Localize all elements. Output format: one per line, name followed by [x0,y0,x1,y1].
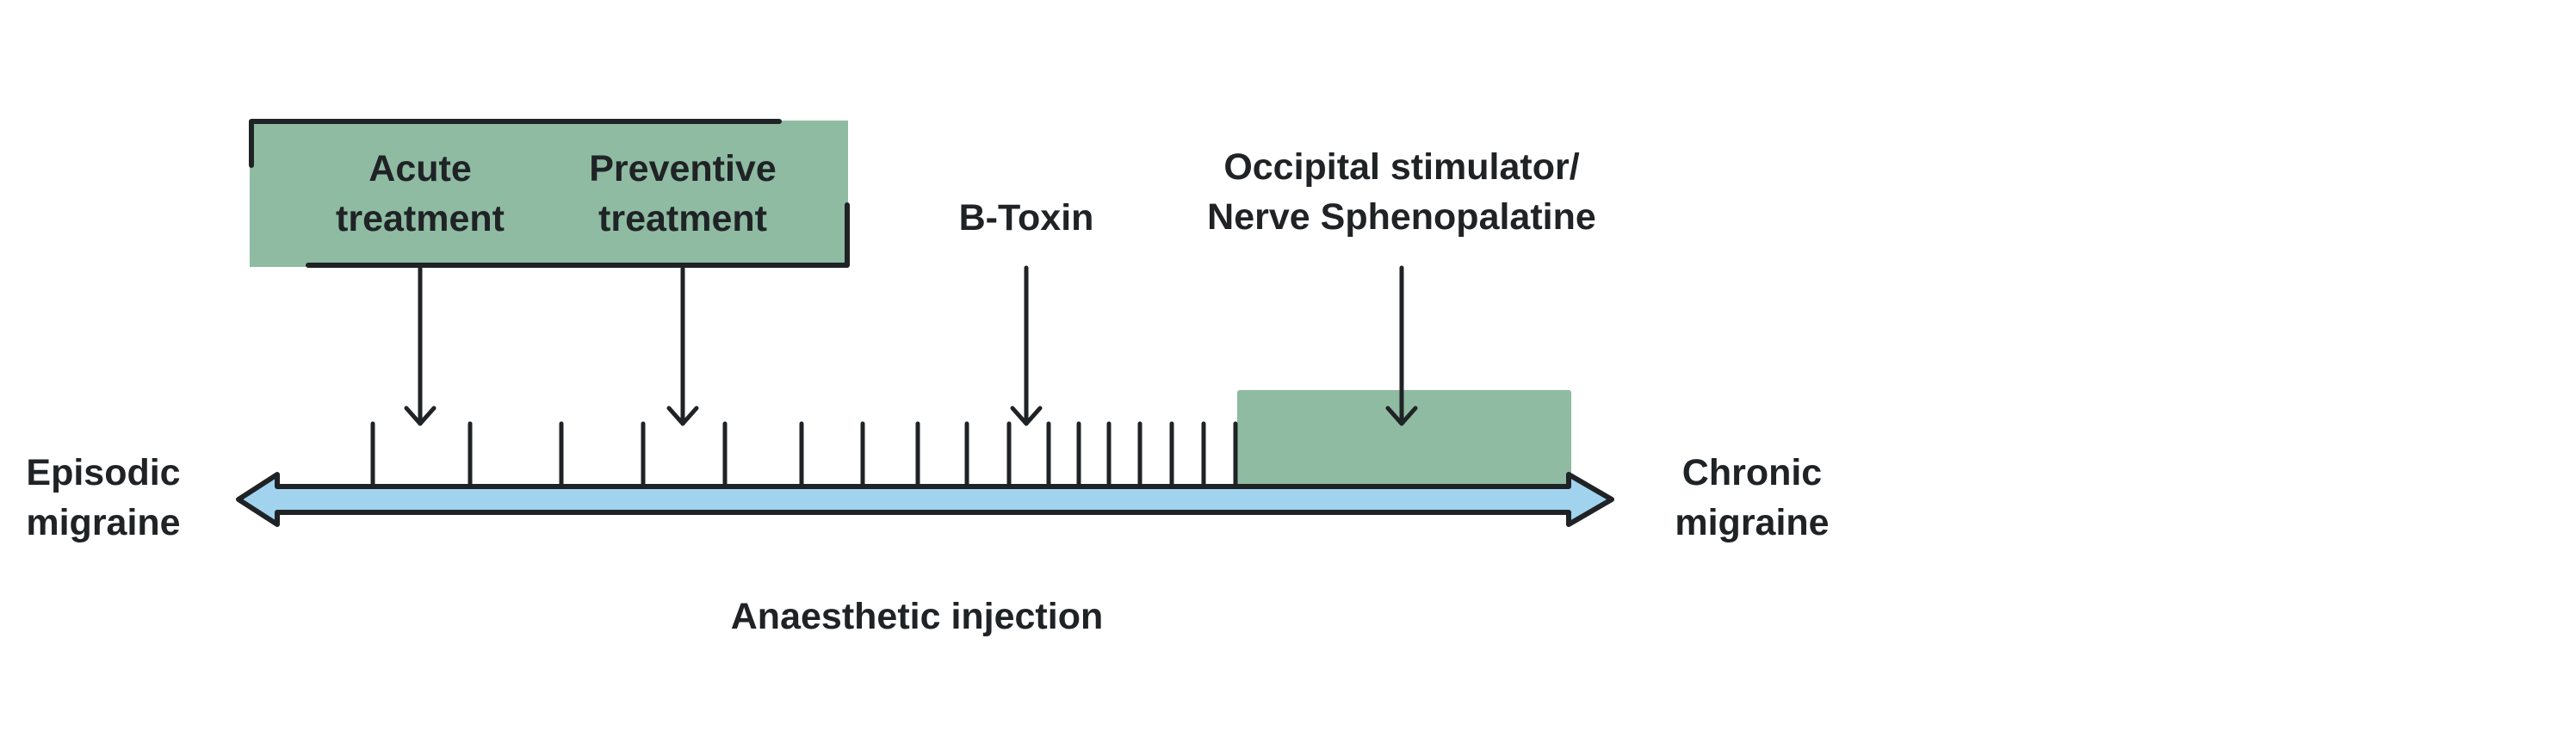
occipital-stimulator-label: Occipital stimulator/ Nerve Sphenopalati… [1154,142,1650,242]
episodic-line-2: migraine [26,502,181,543]
spectrum-arrow [236,472,1614,527]
preventive-pointer-arrow [666,266,699,426]
stimulator-box [1237,390,1571,487]
treatment-box [250,121,848,267]
acute-treatment-label: Acute treatment [293,144,548,244]
chronic-migraine-label: Chronic migraine [1640,448,1864,548]
btoxin-label: B-Toxin [958,197,1094,239]
preventive-line-2: treatment [598,198,767,239]
episodic-migraine-label: Episodic migraine [0,448,207,548]
acute-line-1: Acute [368,148,472,189]
treatment-box-bracket-top [249,119,782,168]
chronic-line-1: Chronic [1681,452,1823,493]
occipital-line-1: Occipital stimulator/ [1223,146,1580,188]
btoxin-pointer-arrow [1010,265,1043,426]
stimulator-pointer-arrow [1385,265,1418,426]
acute-line-2: treatment [336,198,505,239]
preventive-line-1: Preventive [589,148,777,189]
acute-pointer-arrow [404,266,437,426]
occipital-line-2: Nerve Sphenopalatine [1207,196,1596,238]
pointer-arrows [404,265,1418,426]
episodic-line-1: Episodic [26,452,181,493]
tick-marks [370,421,1238,488]
anaesthetic-injection-label: Anaesthetic injection [730,596,1104,637]
chronic-line-2: migraine [1675,502,1830,543]
treatment-box-bracket-bottom [306,202,850,268]
preventive-treatment-label: Preventive treatment [561,144,804,244]
